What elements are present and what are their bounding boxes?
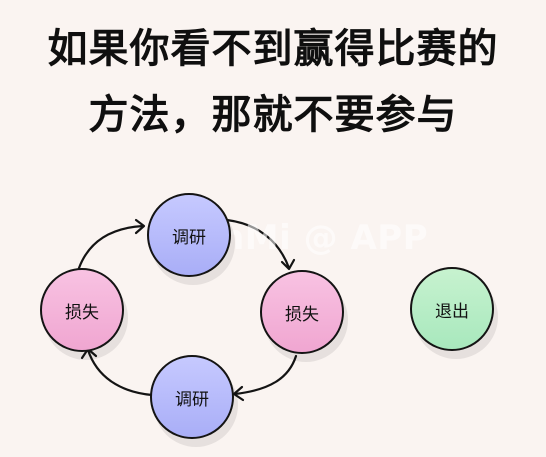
cycle-arrow-right-to-bottom — [233, 354, 298, 396]
research-node-top: 调研 — [147, 193, 231, 277]
cycle-arrowhead-top-to-right — [280, 258, 296, 271]
cycle-arrowhead-left-to-top — [134, 218, 146, 235]
research-node-bottom: 调研 — [150, 355, 234, 439]
loss-node-left: 损失 — [40, 268, 124, 352]
exit-node: 退出 — [410, 267, 494, 351]
cycle-arrow-left-to-top — [77, 224, 145, 270]
cycle-arrowhead-right-to-bottom — [232, 385, 245, 402]
page-title-line-1: 如果你看不到赢得比赛的 — [47, 26, 499, 72]
cycle-arrow-top-to-right — [225, 218, 291, 270]
page-title-line-2: 方法，那就不要参与 — [88, 92, 458, 138]
loss-node-right: 损失 — [260, 270, 344, 354]
cycle-arrow-bottom-to-left — [86, 348, 154, 397]
